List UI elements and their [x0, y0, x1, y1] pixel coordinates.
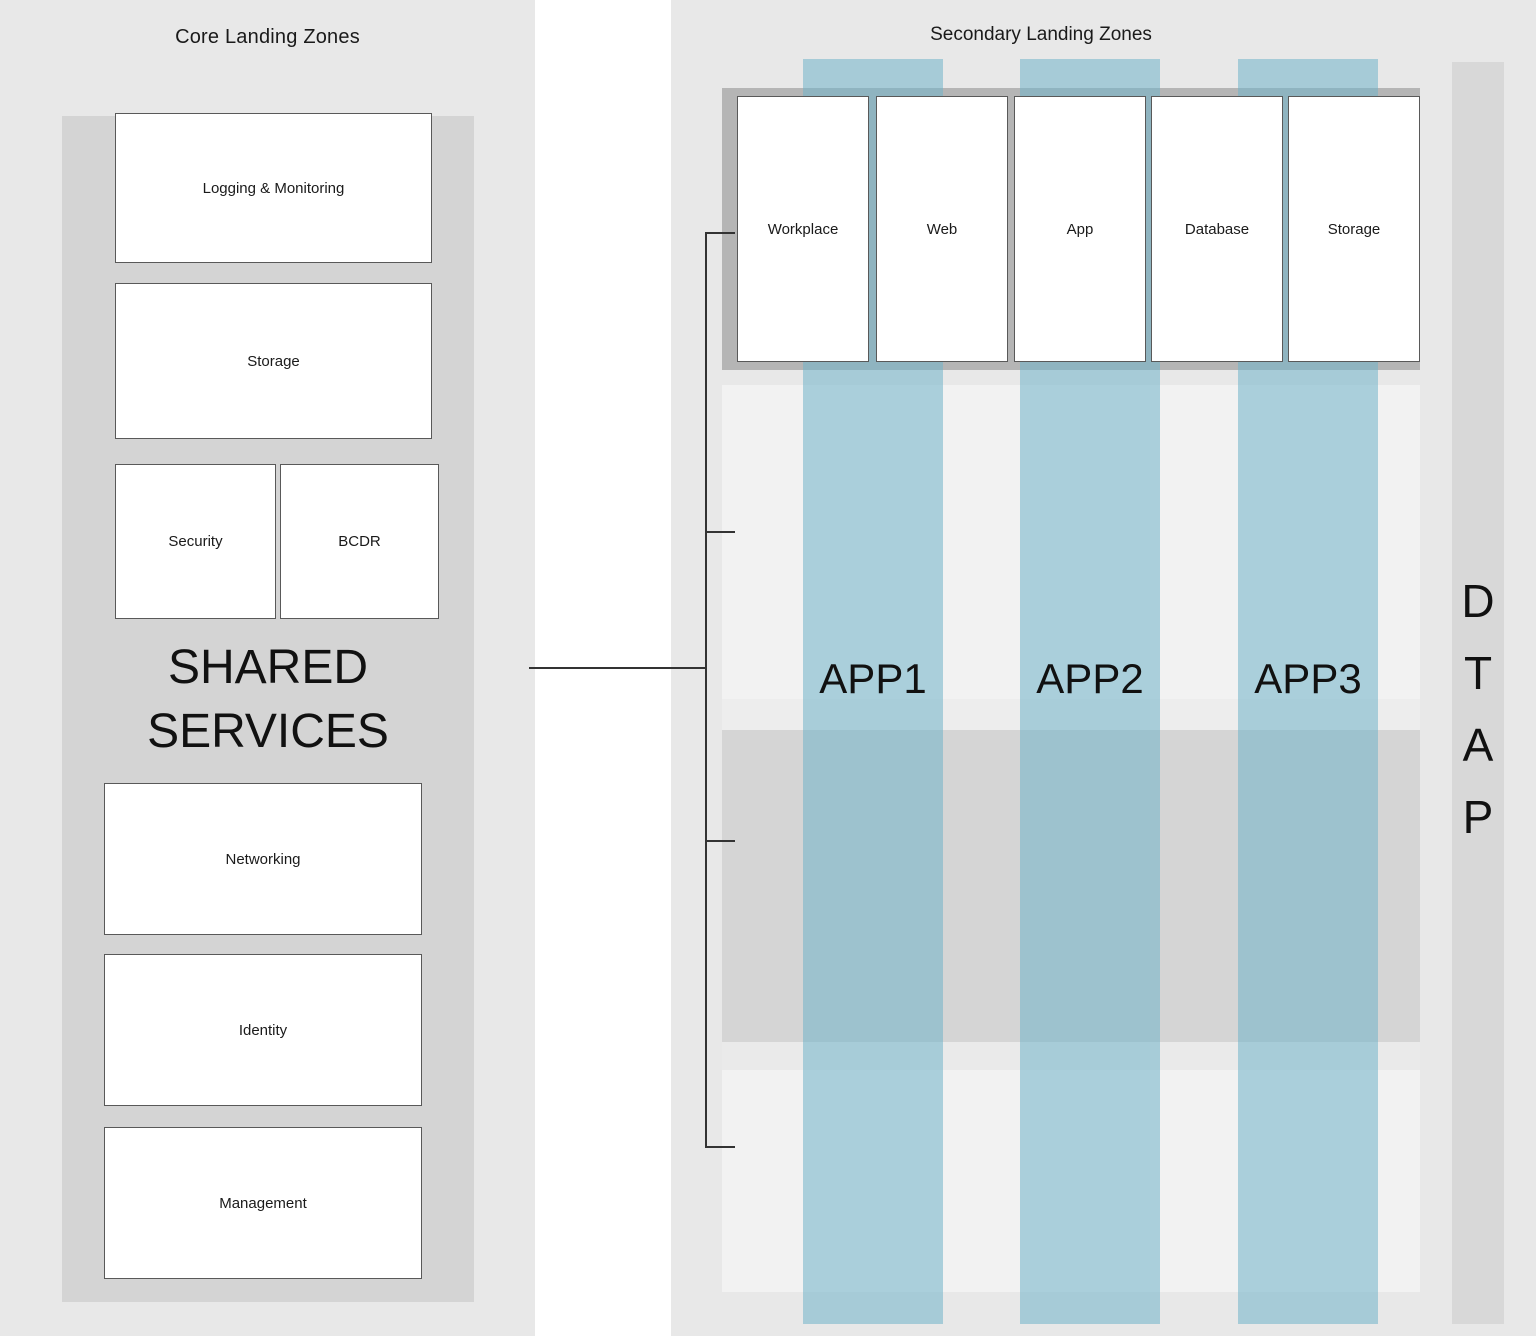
- secondary-landing-zones-title: Secondary Landing Zones: [930, 24, 1152, 45]
- dtap-column: [1452, 62, 1504, 1324]
- core-box-logging-monitoring[interactable]: Logging & Monitoring: [115, 113, 432, 263]
- core-box-storage[interactable]: Storage: [115, 283, 432, 439]
- dtap-letter-p: P: [1462, 791, 1494, 843]
- core-box-networking[interactable]: Networking: [104, 783, 422, 935]
- bracket-tick-third: [705, 840, 735, 842]
- bracket-spine: [705, 232, 707, 1148]
- bracket-tick-second: [705, 531, 735, 533]
- shared-services-line-2: SERVICES: [147, 705, 389, 758]
- core-landing-zones-title: Core Landing Zones: [175, 26, 360, 48]
- service-card-workplace[interactable]: Workplace: [737, 96, 869, 362]
- core-box-management[interactable]: Management: [104, 1127, 422, 1279]
- core-box-bcdr[interactable]: BCDR: [280, 464, 439, 619]
- dtap-label: D T A P: [1452, 565, 1504, 853]
- bracket-tick-top: [705, 232, 735, 234]
- service-card-web[interactable]: Web: [876, 96, 1008, 362]
- app-label-app3: APP3: [1254, 655, 1362, 702]
- core-box-identity[interactable]: Identity: [104, 954, 422, 1106]
- core-box-security[interactable]: Security: [115, 464, 276, 619]
- app-label-app2: APP2: [1036, 655, 1144, 702]
- shared-services-line-1: SHARED: [167, 641, 369, 694]
- service-card-database[interactable]: Database: [1151, 96, 1283, 362]
- dtap-letter-d: D: [1461, 575, 1495, 627]
- dtap-letter-a: A: [1462, 719, 1494, 771]
- shared-services-connector-line: [529, 667, 707, 669]
- dtap-letter-t: T: [1463, 647, 1493, 699]
- service-card-app[interactable]: App: [1014, 96, 1146, 362]
- bracket-tick-bottom: [705, 1146, 735, 1148]
- shared-services-label: SHARED SERVICES: [62, 636, 474, 764]
- service-card-storage[interactable]: Storage: [1288, 96, 1420, 362]
- app-label-app1: APP1: [819, 655, 927, 702]
